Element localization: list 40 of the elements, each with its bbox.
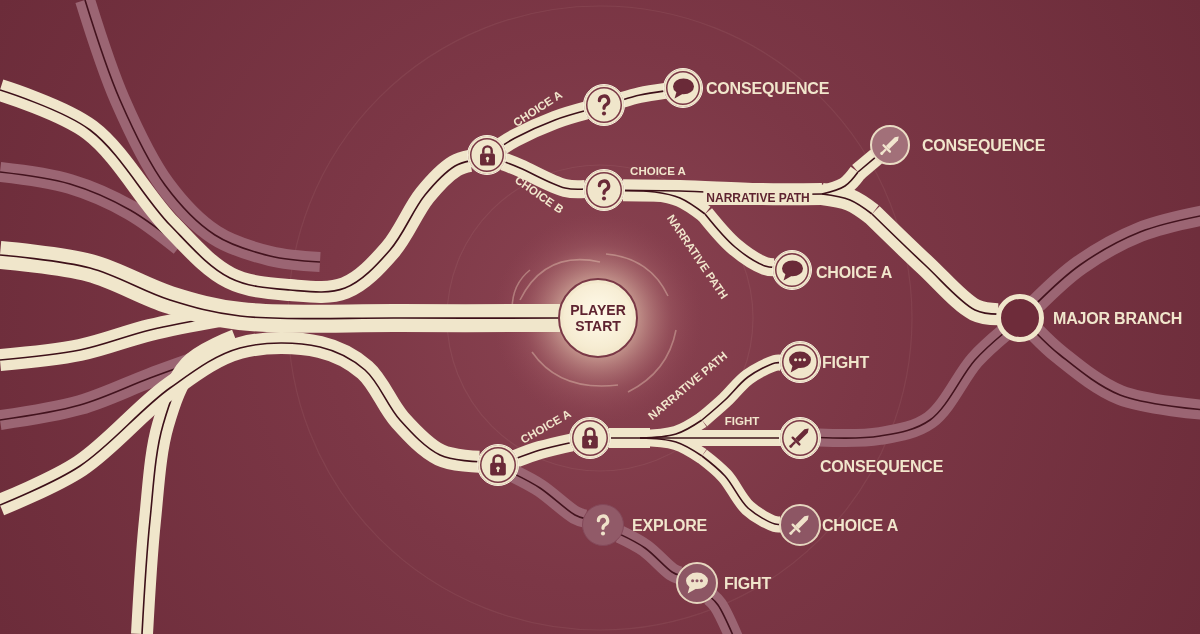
track-path xyxy=(818,326,1010,447)
track-path xyxy=(500,153,586,199)
waypoint-circle xyxy=(772,250,812,290)
node-caption: FIGHT xyxy=(724,573,771,593)
node-caption: CONSEQUENCE xyxy=(706,78,830,98)
waypoint-circle xyxy=(582,504,624,546)
waypoint-circle xyxy=(583,84,625,126)
node-caption: CHOICE A xyxy=(816,262,893,282)
track-path xyxy=(512,433,574,467)
node-caption: CHOICE A xyxy=(822,515,899,535)
node-caption: FIGHT xyxy=(822,352,869,372)
track-path xyxy=(0,241,561,333)
track-path xyxy=(1029,205,1200,311)
track-path xyxy=(1029,325,1200,420)
node-label: PLAYER START xyxy=(569,302,627,334)
track-path xyxy=(497,101,589,154)
node-caption: EXPLORE xyxy=(632,515,708,535)
waypoint-circle xyxy=(477,444,519,486)
node-caption: CONSEQUENCE xyxy=(820,456,944,476)
track-path xyxy=(0,79,473,303)
track-path xyxy=(510,466,588,528)
track-path xyxy=(704,590,744,634)
waypoint-circle xyxy=(676,562,718,604)
waypoint-circle xyxy=(779,341,821,383)
waypoint-circle xyxy=(870,125,910,165)
track-path xyxy=(619,82,667,108)
waypoint-circle xyxy=(467,135,507,175)
edge-label: CHOICE A xyxy=(630,164,686,178)
track-path xyxy=(0,332,481,516)
track-path xyxy=(852,149,883,179)
waypoint-circle xyxy=(583,169,625,211)
track-path xyxy=(698,208,775,277)
track-path xyxy=(699,430,782,446)
waypoint-circle xyxy=(663,68,703,108)
waypoint-circle xyxy=(779,504,821,546)
track-path xyxy=(615,526,683,584)
node-caption: CONSEQUENCE xyxy=(922,135,1046,155)
edge-label: FIGHT xyxy=(724,414,760,428)
waypoint-circle xyxy=(779,417,821,459)
node-caption: MAJOR BRANCH xyxy=(1053,308,1183,328)
